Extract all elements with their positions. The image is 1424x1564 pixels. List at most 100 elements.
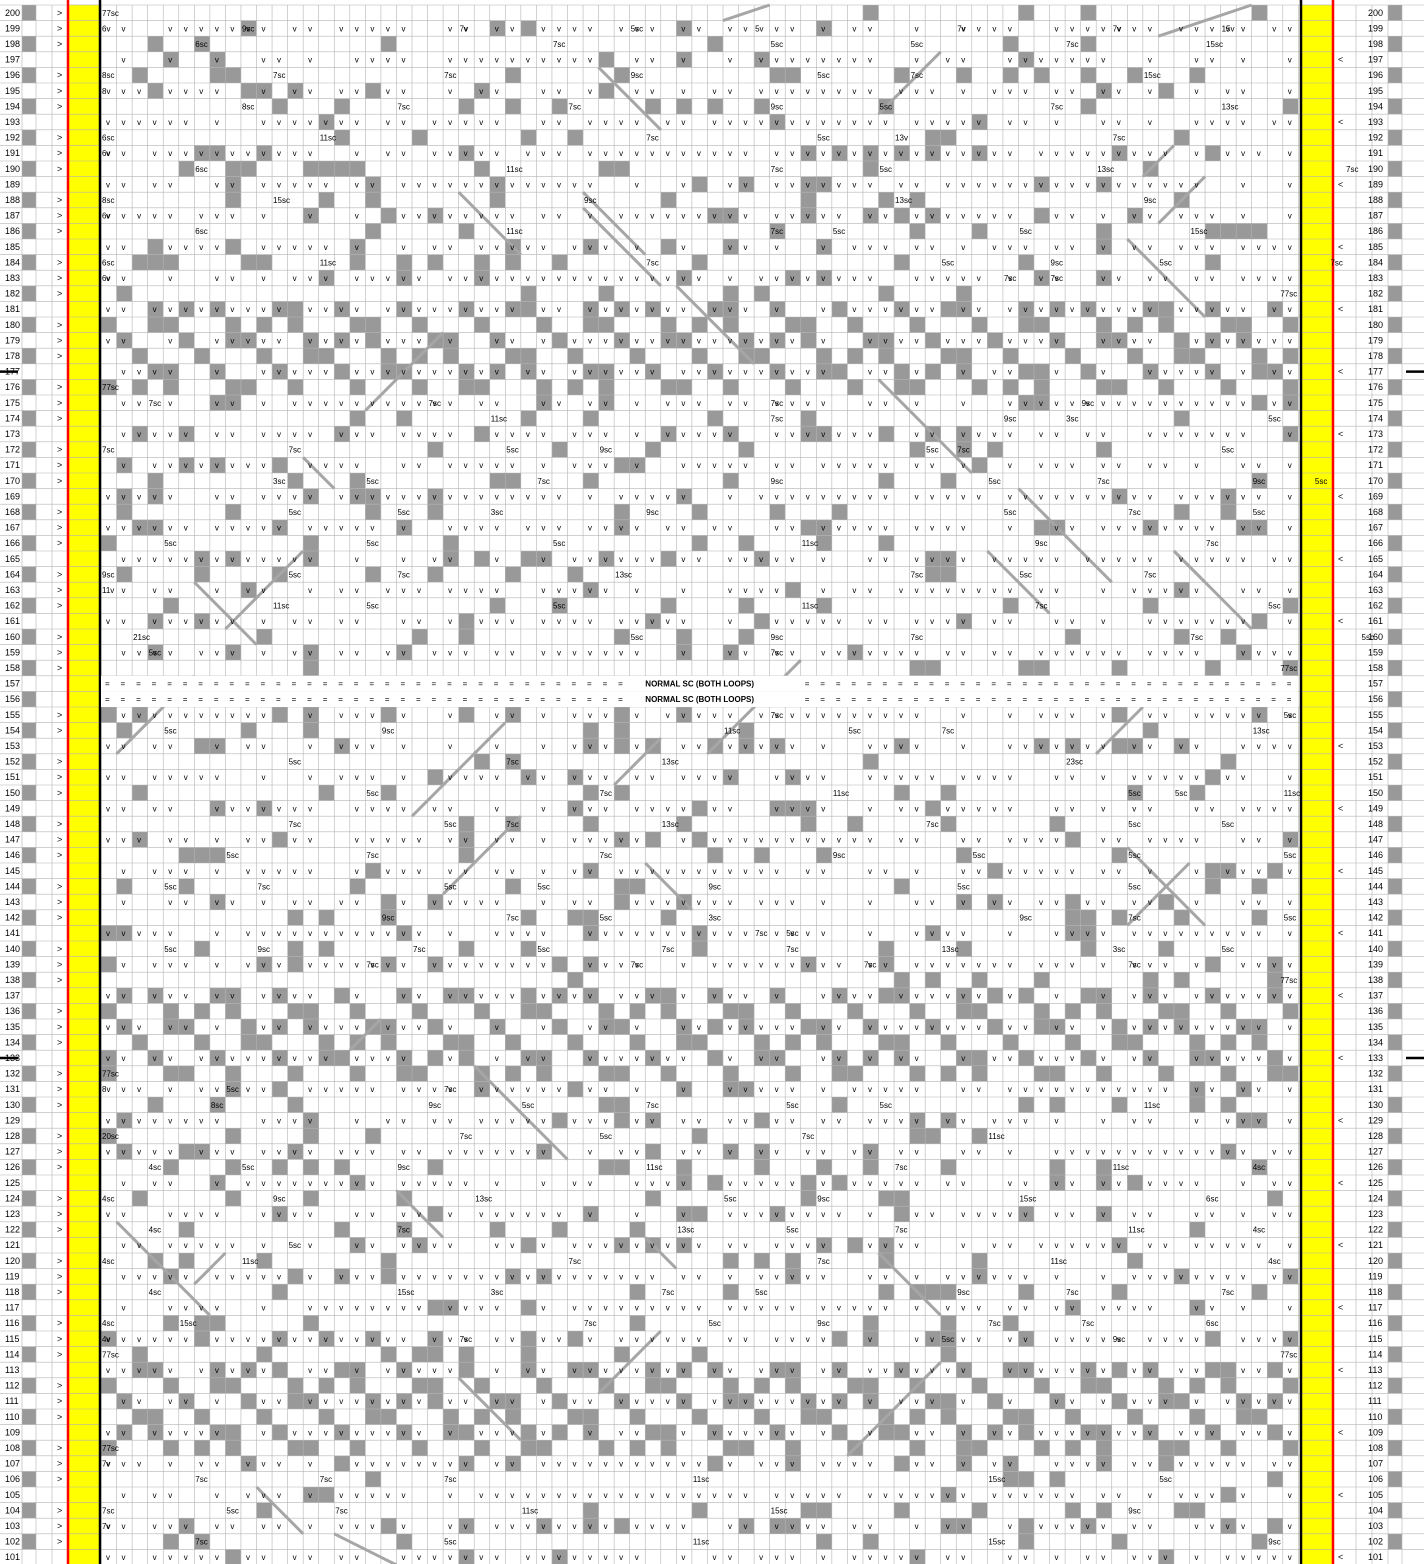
- v-stitch: v: [137, 1241, 141, 1250]
- filled-cell: [132, 1409, 148, 1425]
- v-stitch: v: [541, 1428, 545, 1437]
- v-stitch: v: [1055, 804, 1059, 813]
- v-stitch: v: [557, 1335, 561, 1344]
- v-stitch: v: [588, 336, 592, 345]
- filled-cell: [941, 1284, 957, 1300]
- v-stitch: v: [386, 274, 390, 283]
- v-stitch: v: [650, 1522, 654, 1531]
- v-stitch: v: [681, 648, 685, 657]
- v-stitch: v: [308, 1366, 312, 1375]
- v-stitch: v: [1179, 836, 1183, 845]
- row-number-left: 184: [5, 257, 20, 267]
- filled-cell: [987, 442, 1003, 458]
- v-stitch: v: [728, 305, 732, 314]
- filled-cell: [599, 286, 615, 302]
- filled-cell: [987, 988, 1003, 1004]
- v-stitch: v: [448, 1304, 452, 1313]
- filled-cell: [1236, 317, 1252, 333]
- v-stitch: v: [728, 1179, 732, 1188]
- filled-cell: [1174, 1003, 1190, 1019]
- filled-cell: [521, 551, 537, 567]
- v-stitch: v: [821, 524, 825, 533]
- v-stitch: v: [1039, 742, 1043, 751]
- v-stitch: v: [728, 960, 732, 969]
- v-stitch: v: [884, 1272, 888, 1281]
- v-stitch: v: [557, 992, 561, 1001]
- filled-cell: [987, 863, 1003, 879]
- v-stitch: v: [1101, 1491, 1105, 1500]
- row-number-left: 176: [5, 382, 20, 392]
- filled-cell: [910, 379, 926, 395]
- filled-cell: [630, 1284, 646, 1300]
- v-stitch: v: [541, 992, 545, 1001]
- v-stitch: v: [495, 149, 499, 158]
- filled-cell: [630, 1003, 646, 1019]
- v-stitch: v: [199, 773, 203, 782]
- v-stitch: v: [1132, 180, 1136, 189]
- v-stitch: v: [1117, 867, 1121, 876]
- row-number-left: 177: [5, 367, 20, 377]
- filled-cell: [863, 161, 879, 177]
- filled-cell: [1158, 317, 1174, 333]
- filled-cell: [521, 1425, 537, 1441]
- filled-cell: [941, 1315, 957, 1331]
- left-stripe-cell: [22, 941, 36, 957]
- filled-cell: [350, 879, 366, 895]
- v-stitch: v: [262, 836, 266, 845]
- v-stitch: v: [961, 1148, 965, 1157]
- row-start-label: 77sc: [102, 383, 119, 392]
- v-stitch: v: [588, 648, 592, 657]
- v-stitch: v: [339, 1023, 343, 1032]
- filled-cell: [1050, 816, 1066, 832]
- v-stitch: v: [293, 867, 297, 876]
- filled-cell: [599, 317, 615, 333]
- filled-cell: [956, 348, 972, 364]
- filled-cell: [630, 879, 646, 895]
- filled-cell: [272, 99, 288, 115]
- v-stitch: v: [106, 336, 110, 345]
- v-stitch: v: [961, 212, 965, 221]
- v-stitch: v: [510, 461, 514, 470]
- v-stitch: v: [837, 1491, 841, 1500]
- v-stitch: v: [1101, 617, 1105, 626]
- v-stitch: v: [775, 1304, 779, 1313]
- filled-cell: [1065, 1003, 1081, 1019]
- v-stitch: v: [588, 586, 592, 595]
- filled-cell: [1252, 348, 1268, 364]
- v-stitch: v: [541, 430, 545, 439]
- v-stitch: v: [1055, 992, 1059, 1001]
- v-stitch: v: [728, 56, 732, 65]
- filled-cell: [754, 1035, 770, 1051]
- filled-cell: [785, 1440, 801, 1456]
- v-stitch: v: [1226, 617, 1230, 626]
- v-stitch: v: [215, 274, 219, 283]
- stitch-count-label: 7sc: [1128, 508, 1140, 517]
- v-stitch: v: [775, 804, 779, 813]
- v-stitch: v: [588, 836, 592, 845]
- v-stitch: v: [1195, 1272, 1199, 1281]
- v-stitch: v: [1148, 461, 1152, 470]
- v-stitch: v: [106, 1553, 110, 1562]
- v-stitch: v: [1288, 149, 1292, 158]
- v-stitch: v: [821, 212, 825, 221]
- v-stitch: v: [106, 804, 110, 813]
- v-stitch: v: [1132, 1460, 1136, 1469]
- v-stitch: v: [1210, 1148, 1214, 1157]
- v-stitch: v: [1008, 336, 1012, 345]
- row-number-left: 200: [5, 8, 20, 18]
- row-number-right: 134: [1368, 1037, 1383, 1047]
- v-stitch: v: [1117, 524, 1121, 533]
- v-stitch: v: [168, 742, 172, 751]
- v-stitch: v: [977, 1304, 981, 1313]
- v-stitch: v: [1023, 1366, 1027, 1375]
- v-stitch: v: [899, 586, 903, 595]
- v-stitch: v: [215, 1491, 219, 1500]
- stitch-count-label: 7sc: [335, 1506, 347, 1515]
- row-number-left: 121: [5, 1240, 20, 1250]
- filled-cell: [148, 239, 164, 255]
- v-stitch: v: [401, 898, 405, 907]
- v-stitch: v: [277, 555, 281, 564]
- filled-cell: [692, 317, 708, 333]
- filled-cell: [1190, 67, 1206, 83]
- v-stitch: v: [1055, 898, 1059, 907]
